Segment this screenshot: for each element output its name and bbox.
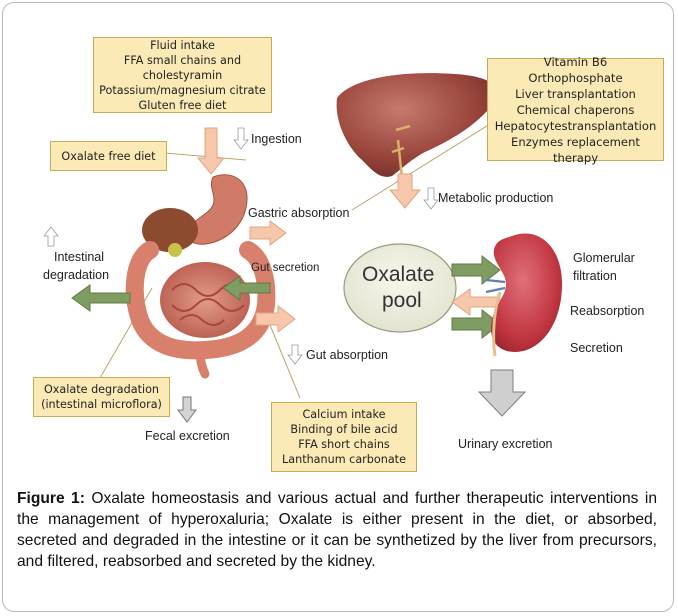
box-line: Chemical chaperons bbox=[517, 102, 635, 118]
urinary-excretion-arrow bbox=[479, 370, 525, 416]
label-reabsorption: Reabsorption bbox=[570, 304, 644, 318]
label-intestinal-degradation-line2: degradation bbox=[43, 268, 109, 282]
box-line: Fluid intake bbox=[150, 38, 215, 53]
box-line: FFA short chains bbox=[298, 437, 389, 452]
label-gut-absorption: Gut absorption bbox=[306, 348, 388, 362]
oxalate-pool bbox=[344, 244, 456, 332]
label-metabolic-production: Metabolic production bbox=[438, 191, 553, 205]
box-line: FFA small chains and cholestyramin bbox=[94, 53, 271, 83]
box-line: Enzymes replacement therapy bbox=[488, 134, 663, 166]
gut-absorption-small-arrow bbox=[288, 345, 302, 364]
box-line: Lanthanum carbonate bbox=[282, 452, 406, 467]
caption-text: Oxalate homeostasis and various actual a… bbox=[17, 490, 657, 570]
box-line: Orthophosphate bbox=[528, 70, 622, 86]
gallbladder bbox=[168, 243, 182, 257]
label-urinary-excretion: Urinary excretion bbox=[458, 437, 552, 451]
liver-organ bbox=[337, 73, 497, 177]
rectum bbox=[200, 350, 205, 374]
box-intake-therapies: Fluid intake FFA small chains and choles… bbox=[93, 37, 272, 113]
box-line: Vitamin B6 bbox=[544, 54, 607, 70]
fecal-excretion-arrow bbox=[178, 397, 196, 422]
intestinal-degradation-small-arrow bbox=[44, 227, 58, 246]
label-gastric-absorption: Gastric absorption bbox=[248, 206, 349, 220]
box-line: Liver transplantation bbox=[515, 86, 636, 102]
box-line: Oxalate free diet bbox=[61, 149, 155, 164]
intestinal-degradation-arrow bbox=[72, 285, 130, 311]
label-intestinal-degradation-line1: Intestinal bbox=[54, 250, 104, 264]
label-ingestion: Ingestion bbox=[251, 132, 302, 146]
figure-caption: Figure 1: Oxalate homeostasis and variou… bbox=[17, 488, 657, 572]
box-line: (intestinal microflora) bbox=[41, 397, 162, 412]
label-fecal-excretion: Fecal excretion bbox=[145, 429, 230, 443]
label-secretion: Secretion bbox=[570, 341, 623, 355]
box-line: Gluten free diet bbox=[139, 98, 227, 113]
label-oxalate-pool-line1: Oxalate bbox=[362, 263, 434, 287]
metabolic-small-arrow bbox=[424, 188, 438, 209]
kidney-organ bbox=[491, 233, 562, 352]
box-line: Hepatocytestransplantation bbox=[495, 118, 657, 134]
box-oxalate-free-diet: Oxalate free diet bbox=[50, 141, 167, 171]
box-line: Binding of bile acid bbox=[290, 422, 397, 437]
metabolic-arrow bbox=[390, 174, 420, 208]
box-line: Calcium intake bbox=[303, 407, 386, 422]
reabsorption-arrow bbox=[452, 289, 500, 315]
box-line: Potassium/magnesium citrate bbox=[99, 83, 266, 98]
ingestion-small-arrow bbox=[234, 128, 248, 149]
label-oxalate-pool-line2: pool bbox=[382, 289, 422, 313]
label-gut-secretion: Gut secretion bbox=[251, 262, 319, 274]
gastric-absorption-arrow bbox=[250, 221, 286, 245]
box-oxalate-degradation: Oxalate degradation (intestinal microflo… bbox=[33, 377, 170, 417]
label-glomerular-line2: filtration bbox=[573, 269, 617, 283]
box-line: Oxalate degradation bbox=[44, 382, 159, 397]
renal-vessels bbox=[486, 280, 505, 292]
label-glomerular-line1: Glomerular bbox=[573, 251, 635, 265]
box-liver-therapies: Vitamin B6 Orthophosphate Liver transpla… bbox=[487, 58, 664, 161]
caption-label: Figure 1: bbox=[17, 490, 85, 507]
box-calcium-therapies: Calcium intake Binding of bile acid FFA … bbox=[271, 402, 417, 472]
ingestion-arrow bbox=[198, 128, 224, 174]
